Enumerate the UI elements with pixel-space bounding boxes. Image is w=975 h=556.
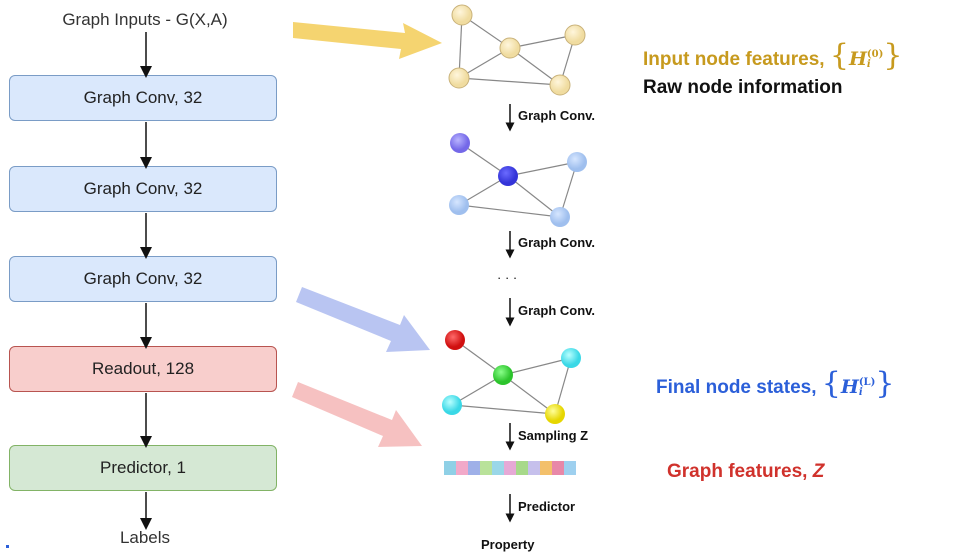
brace-close-final: }: [875, 366, 895, 401]
final-math-h: H: [840, 376, 859, 398]
graph-features-symbol: Z: [812, 461, 825, 482]
blue-mapping-arrow: [296, 287, 430, 352]
graph-conv-layer-1: Graph Conv, 32: [9, 75, 277, 121]
brace-open-final: {: [821, 366, 841, 401]
flow-output-property: Property: [481, 537, 535, 552]
graph-features-label: Graph features,: [667, 461, 808, 482]
step-predictor: Predictor: [518, 499, 576, 514]
final-math-super: (L): [858, 377, 876, 388]
final-math-sub: i: [858, 387, 863, 398]
raw-node-info-annotation: Raw node information: [643, 77, 843, 98]
step-ellipsis: · · ·: [497, 270, 518, 285]
step-graph-conv-1: Graph Conv.: [518, 108, 596, 123]
corner-mark: [6, 545, 9, 548]
final-graph-nodes: [442, 330, 581, 424]
brace-open: {: [829, 38, 849, 73]
yellow-mapping-arrow: [293, 22, 442, 59]
final-states-label: Final node states,: [656, 377, 817, 398]
final-math-symbol: H(L)i: [841, 376, 875, 398]
intermediate-graph-nodes: [449, 133, 587, 227]
red-mapping-arrow: [292, 382, 422, 447]
final-states-annotation: Final node states, {H(L)i}: [656, 366, 894, 401]
input-math-h: H: [848, 48, 867, 70]
input-math-sub: i: [866, 59, 871, 70]
pipeline-output-label: Labels: [119, 528, 171, 547]
graph-conv-layer-2: Graph Conv, 32: [9, 166, 277, 212]
input-math-super: (0): [866, 49, 884, 60]
brace-close: }: [883, 38, 903, 73]
input-math-symbol: H(0)i: [849, 48, 883, 70]
graph-feature-vector: [444, 461, 576, 475]
step-graph-conv-3: Graph Conv.: [518, 303, 596, 318]
pipeline-input-label: Graph Inputs - G(X,A): [62, 10, 228, 29]
step-sampling-z: Sampling Z: [518, 428, 589, 443]
input-features-label: Input node features,: [643, 49, 825, 70]
step-graph-conv-2: Graph Conv.: [518, 235, 596, 250]
input-graph-nodes: [448, 4, 586, 96]
intermediate-graph: [458, 142, 578, 218]
input-features-annotation: Input node features, {H(0)i}: [643, 38, 902, 73]
graph-conv-layer-3: Graph Conv, 32: [9, 256, 277, 302]
graph-features-annotation: Graph features, Z: [667, 461, 824, 483]
